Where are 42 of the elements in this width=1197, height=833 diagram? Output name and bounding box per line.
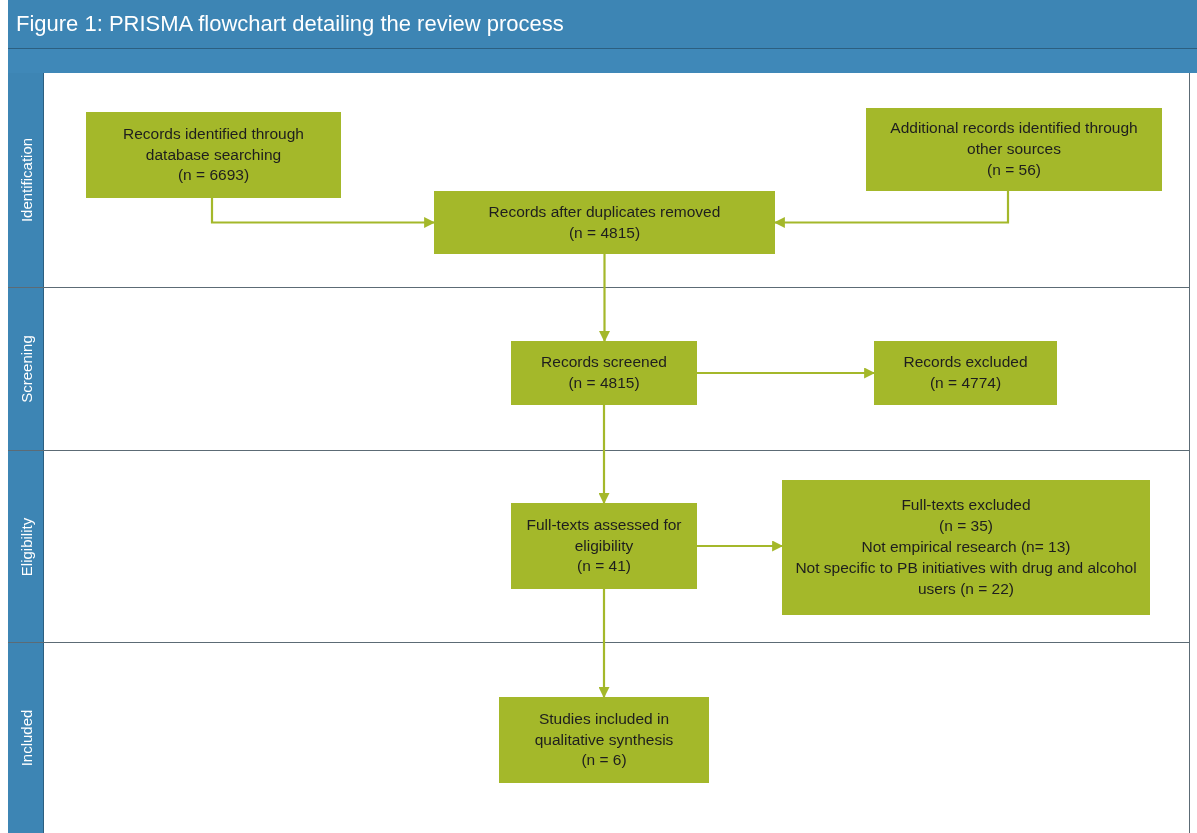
box-text: Records excluded [903,352,1028,373]
process-box [874,341,1057,405]
lane-label: Screening [17,335,34,403]
box-text: Not specific to PB initiatives with drug and alcohol users (n = 22) [794,557,1138,599]
lane-label: Included [17,709,34,767]
process-box [511,503,697,589]
process-box [434,191,775,254]
swimlane [8,288,1190,451]
box-text: Full-texts excluded [901,495,1031,516]
box-text: Records identified through database searching [122,123,305,165]
figure-title: Figure 1: PRISMA flowchart detailing the review process [16,11,564,37]
swimlane [8,643,1190,833]
box-text: Full-texts assessed for eligibility [525,514,683,556]
arrow [599,254,610,343]
box-text: (n = 56) [987,159,1041,180]
box-text: Records screened [541,352,667,373]
arrow [598,405,610,505]
process-box [86,112,341,198]
box-text: Additional records identified through other sources [889,118,1139,160]
lane-label: Identification [17,137,34,223]
process-box [782,480,1150,615]
box-text: (n = 35) [939,516,993,537]
swimlane [8,73,1190,288]
box-text: (n = 4815) [568,373,640,393]
arrow [210,198,436,228]
arrow [697,540,784,552]
arrow [697,367,876,379]
arrow [773,191,1010,228]
box-text: (n = 4774) [929,373,1002,393]
box-text: (n = 6) [581,750,627,771]
box-text: (n = 41) [577,556,631,577]
process-box [499,697,709,783]
arrow [598,589,610,699]
lane-label: Eligibility [17,517,34,576]
swimlane [8,451,1190,643]
box-text: Not empirical research (n= 13) [861,537,1071,558]
box-text: Studies included in qualitative synthesis [533,708,675,750]
process-box [511,341,697,405]
box-text: Records after duplicates removed [488,201,721,222]
box-text: (n = 4815) [568,222,641,243]
box-text: (n = 6693) [177,165,250,186]
process-box [866,108,1162,191]
